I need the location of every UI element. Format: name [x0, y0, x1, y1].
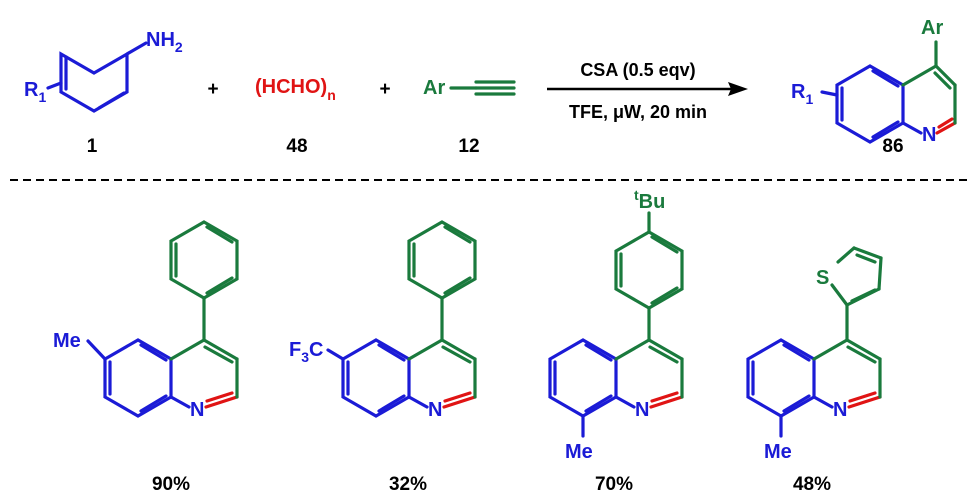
reaction-arrow: CSA (0.5 eqv) TFE, μW, 20 min: [547, 60, 748, 122]
reactant-aryl-alkyne: Ar 12: [423, 77, 516, 157]
example-3-nitrogen: N: [635, 399, 649, 421]
aryl-label: Ar: [423, 77, 445, 99]
example-4-nitrogen: N: [833, 399, 847, 421]
reactant-formaldehyde: (HCHO)n 48: [255, 76, 336, 157]
example-1-nitrogen: N: [190, 399, 204, 421]
product-quinoline: N Ar R1 86: [791, 17, 957, 157]
conditions-bottom: TFE, μW, 20 min: [569, 102, 707, 122]
example-3-top-group: tBu: [634, 187, 665, 213]
product-aryl-label: Ar: [921, 17, 943, 39]
amine-group-label: NH2: [146, 29, 183, 55]
example-4-yield: 48%: [793, 474, 831, 495]
r1-substituent-label: R1: [24, 79, 46, 105]
compound-number-1: 1: [87, 136, 98, 157]
example-4: S N Me 48%: [746, 246, 883, 495]
example-1-yield: 90%: [152, 474, 190, 495]
example-2-substituent: F3C: [289, 339, 323, 365]
example-1: N Me 90%: [53, 220, 239, 495]
product-r1-label: R1: [791, 81, 813, 107]
example-2-yield: 32%: [389, 474, 427, 495]
plus-sign-1: +: [207, 79, 218, 100]
conditions-top: CSA (0.5 eqv): [580, 60, 695, 80]
example-2: N F3C 32%: [289, 220, 477, 495]
compound-number-12: 12: [458, 136, 479, 157]
example-3-yield: 70%: [595, 474, 633, 495]
formaldehyde-label: (HCHO)n: [255, 76, 336, 103]
compound-number-48: 48: [286, 136, 307, 157]
example-3-substituent: Me: [565, 441, 593, 463]
reactant-aniline: NH2 R1 1: [24, 29, 183, 157]
example-2-nitrogen: N: [428, 399, 442, 421]
example-4-sulfur: S: [816, 267, 829, 289]
plus-sign-2: +: [379, 79, 390, 100]
compound-number-86: 86: [882, 136, 903, 157]
product-nitrogen: N: [922, 124, 936, 146]
example-1-substituent: Me: [53, 330, 81, 352]
example-3: N Me tBu 70%: [548, 187, 684, 495]
example-4-substituent: Me: [764, 441, 792, 463]
